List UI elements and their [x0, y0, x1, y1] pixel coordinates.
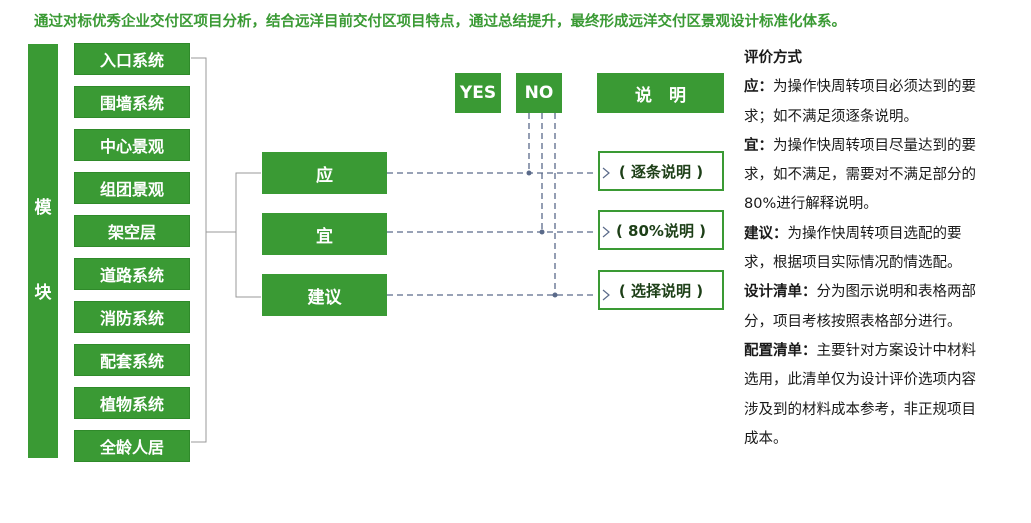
evaluation-sep: ：	[802, 342, 817, 359]
evaluation-text: 为操作快周转项目必须达到的要求；如不满足须逐条说明。	[744, 79, 976, 125]
evaluation-text: 为操作快周转项目选配的要求，根据项目实际情况酌情选配。	[744, 225, 962, 272]
module-bracket	[191, 57, 207, 443]
evaluation-sep: ：	[802, 284, 817, 301]
evaluation-sep: ：	[773, 225, 788, 242]
no-header: NO	[516, 73, 562, 113]
module-item: 架空层	[74, 215, 190, 247]
category-yi: 宜	[262, 213, 387, 255]
note-header: 说 明	[597, 73, 724, 113]
category-ying: 应	[262, 152, 387, 194]
module-item: 植物系统	[74, 387, 190, 419]
junction-dot	[539, 229, 545, 235]
evaluation-text: 分为图示说明和表格两部分，项目考核按照表格部分进行。	[744, 284, 976, 330]
evaluation-term: 宜	[744, 137, 759, 154]
arrow-head	[602, 226, 610, 238]
evaluation-panel: 评价方式 应：为操作快周转项目必须达到的要求；如不满足须逐条说明。宜：为操作快周…	[744, 44, 984, 454]
module-item: 消防系统	[74, 301, 190, 333]
evaluation-title: 评价方式	[744, 50, 802, 66]
evaluation-item: 宜：为操作快周转项目尽量达到的要求，如不满足，需要对不满足部分的80%进行解释说…	[744, 132, 984, 220]
evaluation-text: 为操作快周转项目尽量达到的要求，如不满足，需要对不满足部分的80%进行解释说明。	[744, 137, 976, 213]
module-item: 入口系统	[74, 43, 190, 75]
module-column: 模 块	[28, 44, 58, 458]
evaluation-items: 应：为操作快周转项目必须达到的要求；如不满足须逐条说明。宜：为操作快周转项目尽量…	[744, 73, 984, 454]
evaluation-sep: ：	[758, 137, 774, 154]
yes-header: YES	[455, 73, 501, 113]
module-item: 配套系统	[74, 344, 190, 376]
evaluation-text: 主要针对方案设计中材料选用，此清单仅为设计评价选项内容涉及到的材料成本参考，非正…	[744, 342, 976, 447]
junction-dot	[526, 170, 532, 176]
intro-text: 通过对标优秀企业交付区项目分析，结合远洋目前交付区项目特点，通过总结提升，最终形…	[34, 14, 846, 30]
evaluation-term: 应	[744, 79, 759, 96]
output-zhutiao: ( 逐条说明 )	[598, 151, 724, 191]
evaluation-term: 设计清单	[744, 284, 802, 301]
evaluation-sep: ：	[758, 79, 774, 96]
module-char: 块	[34, 283, 52, 303]
evaluation-item: 设计清单：分为图示说明和表格两部分，项目考核按照表格部分进行。	[744, 278, 984, 337]
evaluation-item: 应：为操作快周转项目必须达到的要求；如不满足须逐条说明。	[744, 73, 984, 132]
evaluation-item: 建议：为操作快周转项目选配的要求，根据项目实际情况酌情选配。	[744, 220, 984, 279]
arrow-head	[602, 289, 610, 301]
evaluation-item: 配置清单：主要针对方案设计中材料选用，此清单仅为设计评价选项内容涉及到的材料成本…	[744, 337, 984, 454]
output-xuanze: ( 选择说明 )	[598, 270, 724, 310]
category-jianyi: 建议	[262, 274, 387, 316]
module-item: 围墙系统	[74, 86, 190, 118]
category-bracket	[235, 172, 261, 298]
output-80: ( 80%说明 )	[598, 210, 724, 250]
module-item: 道路系统	[74, 258, 190, 290]
junction-dot	[552, 292, 558, 298]
module-item: 全龄人居	[74, 430, 190, 462]
evaluation-term: 配置清单	[744, 342, 802, 359]
module-item: 中心景观	[74, 129, 190, 161]
arrow-head	[602, 167, 610, 179]
module-char: 模	[34, 198, 52, 218]
module-item: 组团景观	[74, 172, 190, 204]
evaluation-term: 建议	[744, 225, 773, 242]
